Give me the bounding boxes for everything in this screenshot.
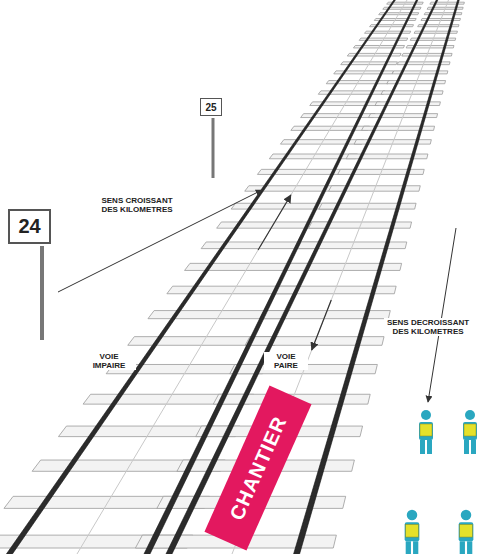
track-label: SENS DECROISSANT DES KILOMETRES (384, 318, 472, 336)
worker-figure (459, 510, 474, 554)
km-post-pole (40, 246, 44, 340)
km-post-sign: 24 (8, 209, 51, 244)
worker-figure (405, 510, 420, 554)
track-label: VOIE IMPAIRE (82, 352, 136, 370)
km-post-sign: 25 (200, 98, 222, 116)
worker-figure (419, 410, 433, 454)
rail (5, 0, 397, 554)
track-axis (77, 0, 449, 554)
track-label: VOIE PAIRE (264, 352, 308, 370)
worker-figure (463, 410, 477, 454)
sign-text: 24 (18, 215, 40, 238)
direction-arrows (258, 195, 331, 350)
rail (165, 0, 439, 554)
rails (5, 0, 460, 554)
direction-arrow (258, 195, 291, 250)
km-post-pole (212, 118, 215, 178)
track-axis (77, 0, 407, 554)
direction-arrow (312, 300, 332, 350)
rail (293, 0, 460, 554)
workers (405, 410, 477, 554)
sign-text: 25 (205, 102, 216, 113)
leader-arrow (58, 190, 262, 292)
leader-arrow (428, 228, 456, 402)
track-label: SENS CROISSANT DES KILOMETRES (92, 196, 182, 214)
